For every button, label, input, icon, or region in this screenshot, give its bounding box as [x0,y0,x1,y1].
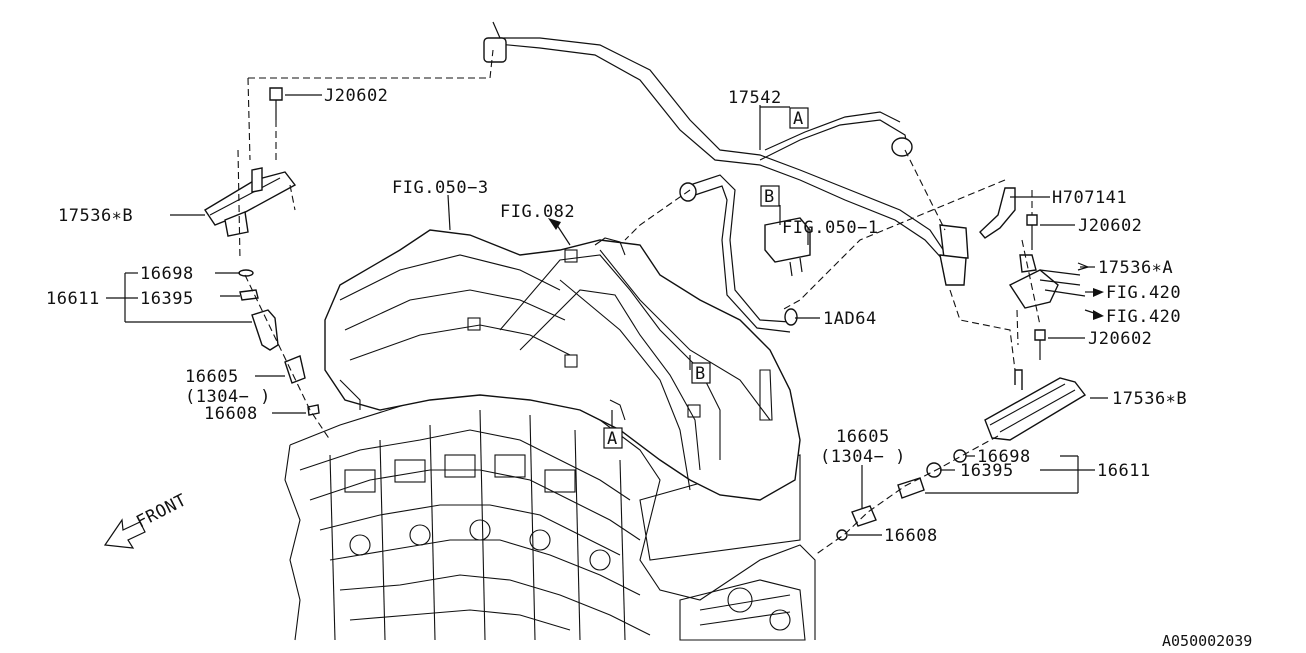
label-17536b-left: 17536∗B [58,206,133,226]
label-j20602-right1: J20602 [1078,216,1142,236]
fig082-arrow [548,218,561,230]
intake-manifold [324,229,801,501]
ref-box-a-mid [603,427,623,449]
left-fuel-rail [204,87,297,237]
label-fig050-3: FIG.050−3 [392,178,489,198]
label-16395-left: 16395 [140,289,194,309]
front-label: FRONT [133,490,190,532]
label-16605-right: 16605 [836,427,890,447]
label-j20602-right2: J20602 [1088,329,1152,349]
label-16611-left: 16611 [46,289,100,309]
diagram-code: A050002039 [1162,632,1252,650]
label-fig082: FIG.082 [500,202,575,222]
ref-box-a-top [789,107,809,129]
hose-17542 [483,21,969,286]
fig420-arrows [1077,262,1104,320]
label-16611-right: 16611 [1097,461,1151,481]
right-fuel-rail [979,187,1087,441]
purge-hose [679,174,811,333]
label-h707141: H707141 [1052,188,1127,208]
label-16605-left: 16605 [185,367,239,387]
front-arrow: FRONT [103,490,190,549]
left-injector-parts [238,269,320,416]
dashed-leaders [237,49,1041,556]
ref-b-top: B [764,187,775,207]
label-16698-right: 16698 [977,447,1031,467]
label-16608-left: 16608 [204,404,258,424]
label-16698-left: 16698 [140,264,194,284]
ref-b-mid: B [695,364,706,384]
label-1304-right: (1304− ) [820,447,906,467]
ref-box-b-mid [691,362,711,384]
label-fig420-2: FIG.420 [1106,307,1181,327]
label-1304-left: (1304− ) [185,387,271,407]
leader-lines [106,94,1108,536]
label-16395-right: 16395 [960,461,1014,481]
engine-block [284,379,816,641]
label-fig420-1: FIG.420 [1106,283,1181,303]
ref-box-b-top [760,185,780,207]
label-17542: 17542 [728,88,782,108]
ref-a-mid: A [607,429,618,449]
label-16608-right: 16608 [884,526,938,546]
label-fig050-1: FIG.050−1 [782,218,879,238]
label-j20602-top: J20602 [324,86,388,106]
label-17536a: 17536∗A [1098,258,1173,278]
label-17536b-right: 17536∗B [1112,389,1187,409]
label-1ad64: 1AD64 [823,309,877,329]
ref-a-top: A [793,109,804,129]
